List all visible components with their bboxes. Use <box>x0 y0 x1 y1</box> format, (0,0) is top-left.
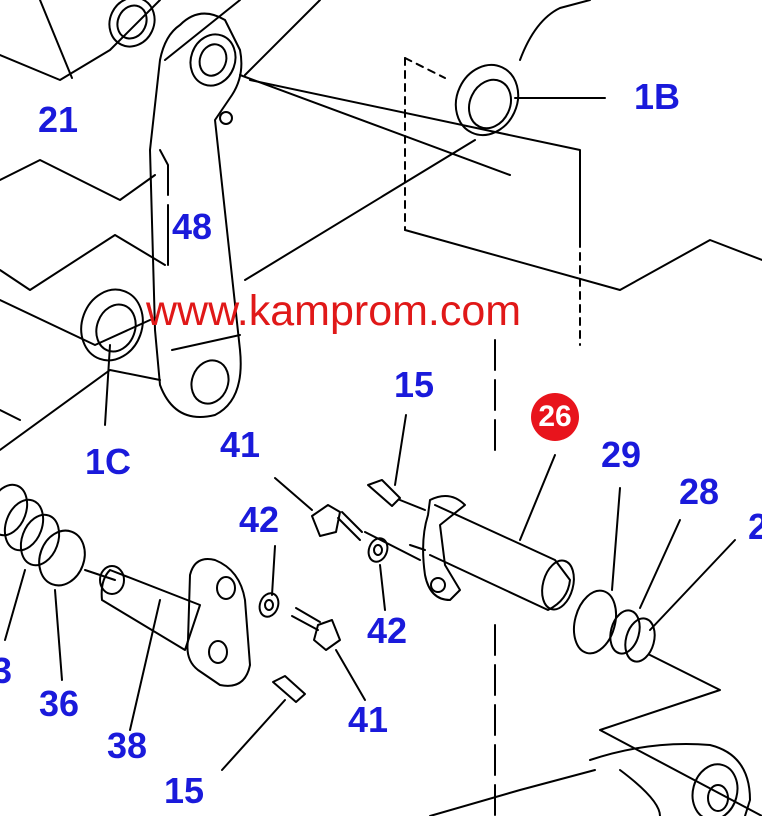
seal-ring-21 <box>108 0 156 48</box>
washer-42-right <box>367 537 389 563</box>
bushing-1b <box>454 63 520 137</box>
callout-29: 29 <box>601 434 642 475</box>
callout-15-upper: 15 <box>394 364 435 405</box>
callout-3-partial: 3 <box>0 650 13 691</box>
link-arm-48 <box>149 12 243 418</box>
grease-fitting-15-upper <box>367 479 401 507</box>
shim-29 <box>572 589 618 655</box>
callout-36: 36 <box>39 683 80 724</box>
frame-plate-upper <box>0 159 156 201</box>
grease-fitting-15-lower <box>272 675 306 703</box>
callout-21: 21 <box>38 99 79 140</box>
callout-1c: 1C <box>85 441 132 482</box>
bolt-41-upper <box>311 504 341 537</box>
callout-15-lower: 15 <box>164 770 205 811</box>
frame-edge-right <box>244 0 321 76</box>
frame-edge-bottom <box>0 369 161 451</box>
highlighted-part-badge: 26 <box>531 393 579 441</box>
callout-1b: 1B <box>634 76 681 117</box>
frame-edge-diagonal <box>164 0 241 61</box>
pin-26 <box>429 504 571 611</box>
callout-41-upper: 41 <box>220 424 261 465</box>
bolt-41-lower <box>313 619 341 651</box>
shim-28 <box>609 609 641 655</box>
callout-48: 48 <box>172 206 213 247</box>
frame-plate-lower <box>0 299 151 346</box>
frame-plate-mid <box>0 234 166 291</box>
callout-28: 28 <box>679 471 720 512</box>
watermark-text: www.kamprom.com <box>146 287 522 335</box>
bushing-1c <box>80 288 144 362</box>
o-ring-36 <box>38 529 86 587</box>
callout-2-partial: 2 <box>748 506 762 547</box>
callout-38: 38 <box>107 725 148 766</box>
frame-edge-top <box>0 0 161 81</box>
housing-bottom <box>589 743 751 816</box>
callout-41-lower: 41 <box>348 699 389 740</box>
callout-42-left: 42 <box>239 499 280 540</box>
callout-42-right: 42 <box>367 610 408 651</box>
plate-38 <box>186 558 251 687</box>
washer-42-left <box>258 592 280 618</box>
frame-edge-left <box>39 0 73 79</box>
